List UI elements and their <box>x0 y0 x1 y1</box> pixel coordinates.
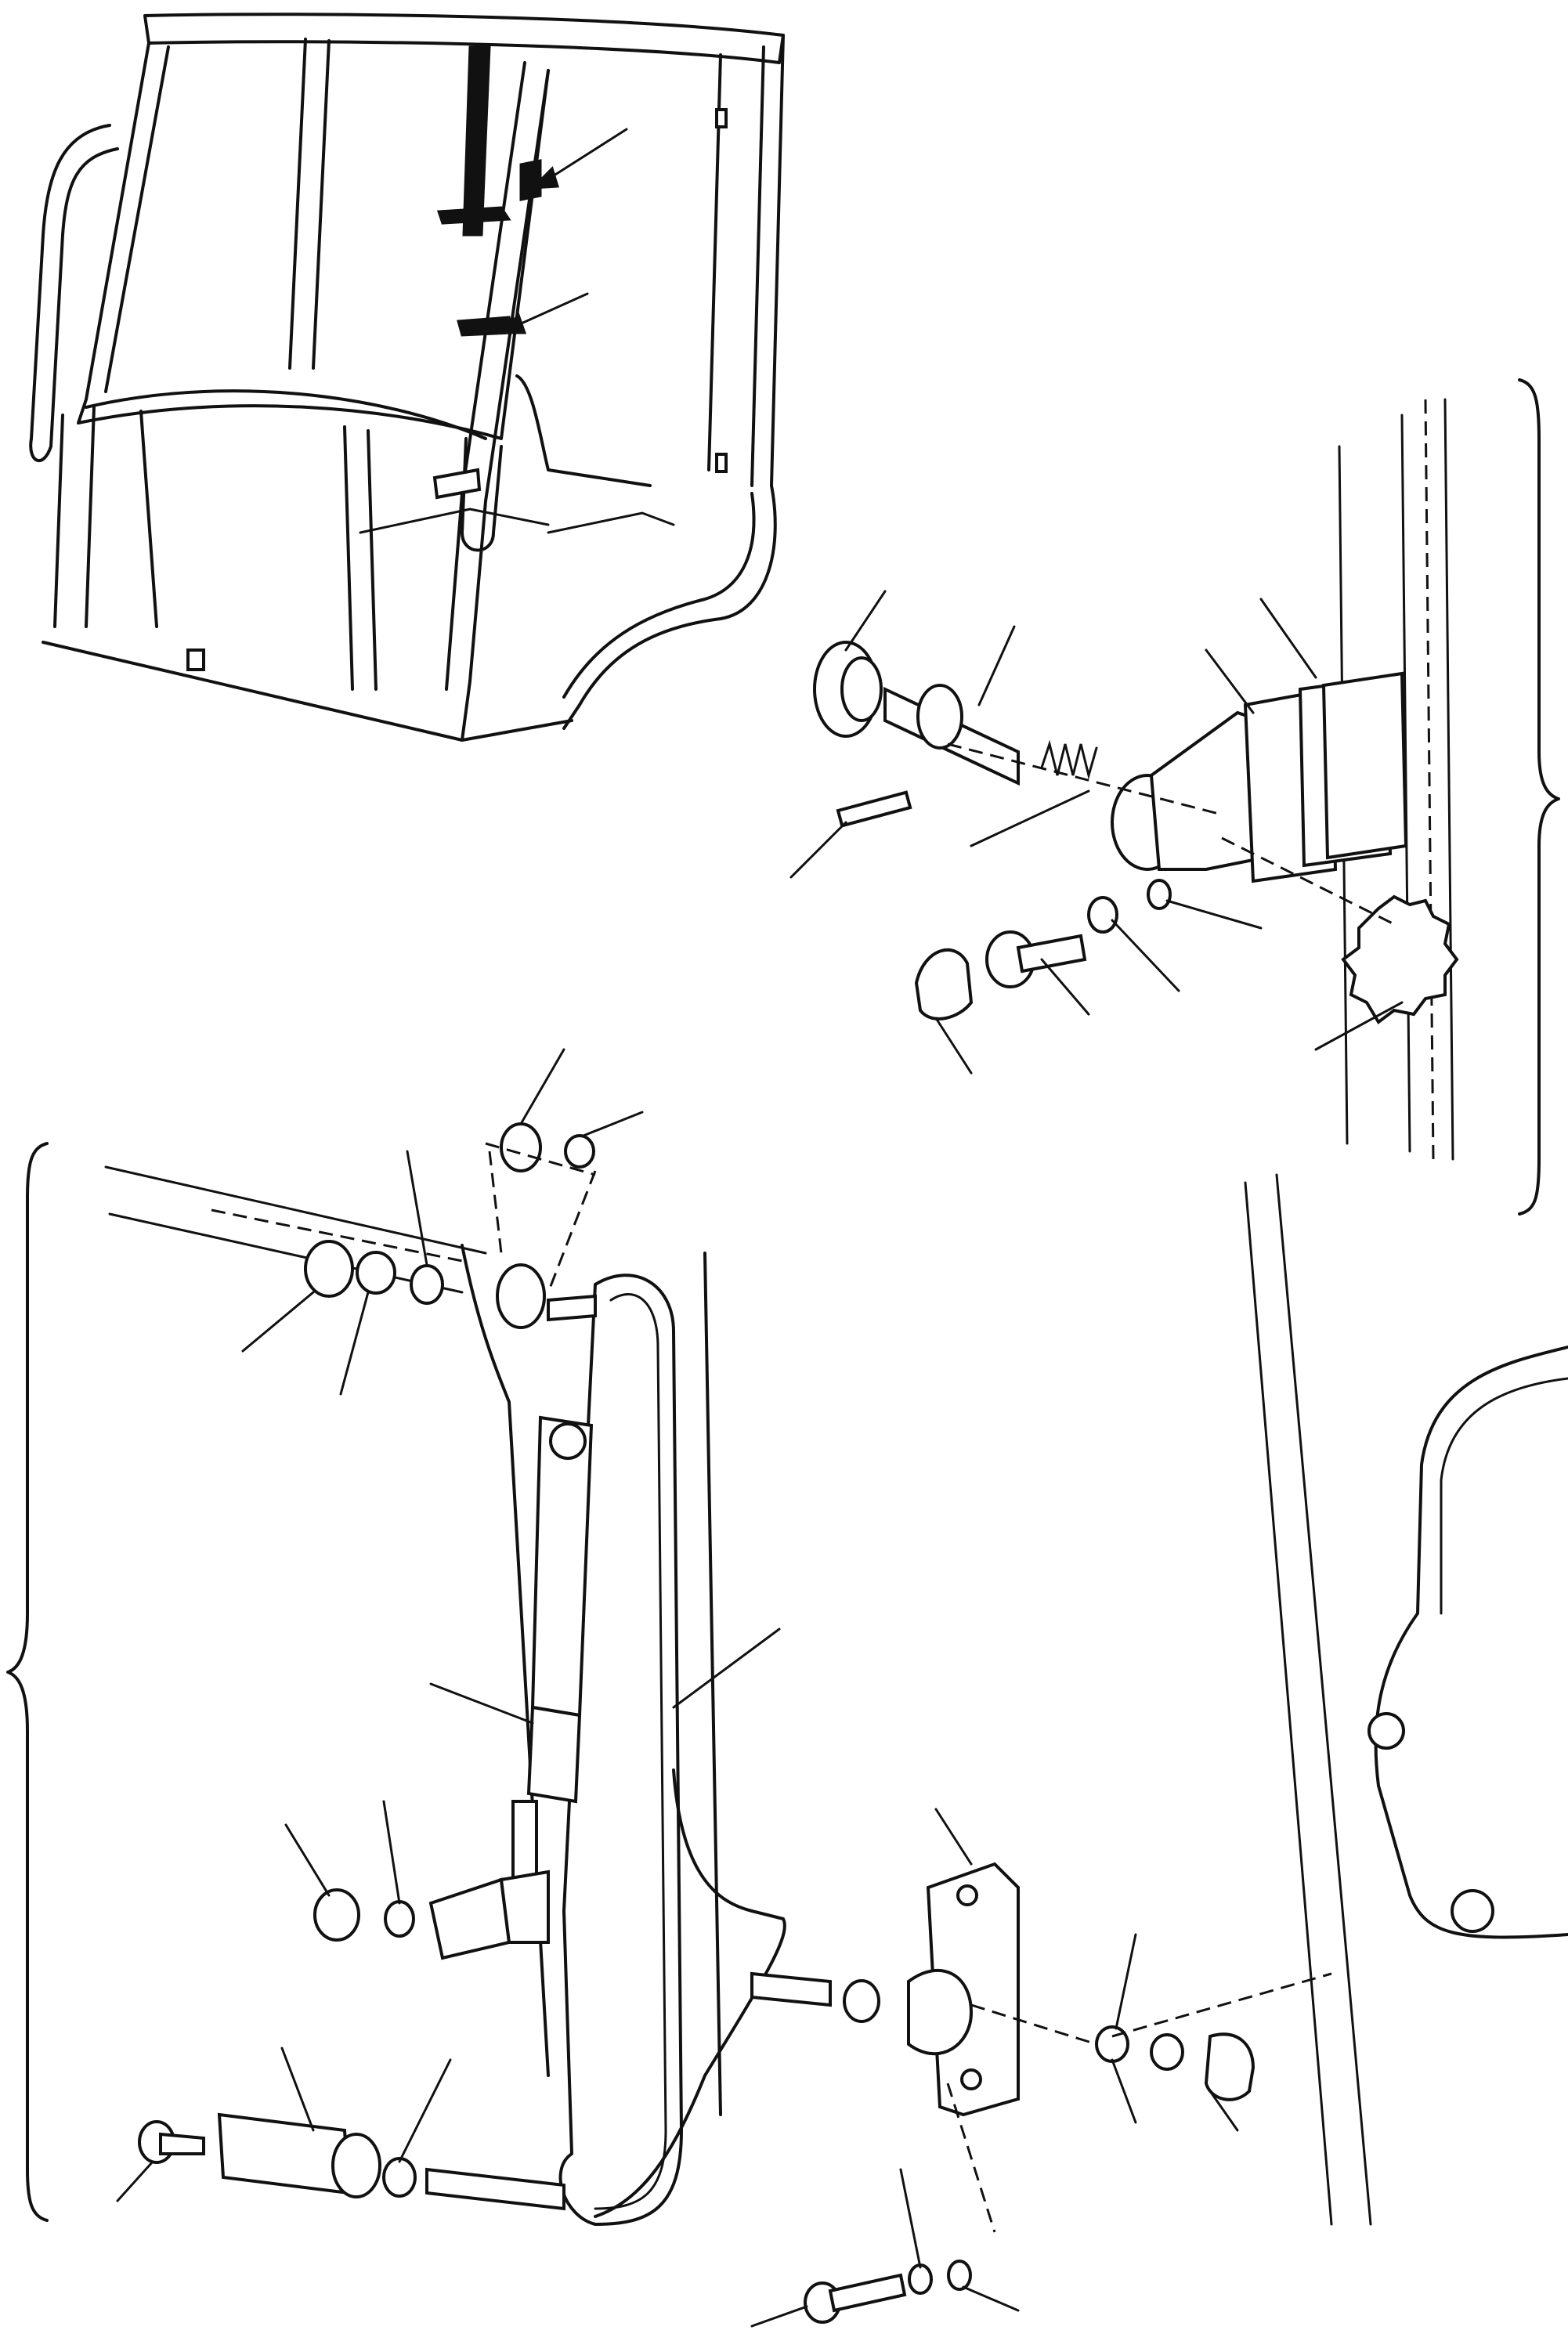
door-catch-assembly <box>789 378 1560 1216</box>
rear-window-strut-assembly <box>6 1048 1568 2328</box>
cab-overview <box>29 13 785 742</box>
